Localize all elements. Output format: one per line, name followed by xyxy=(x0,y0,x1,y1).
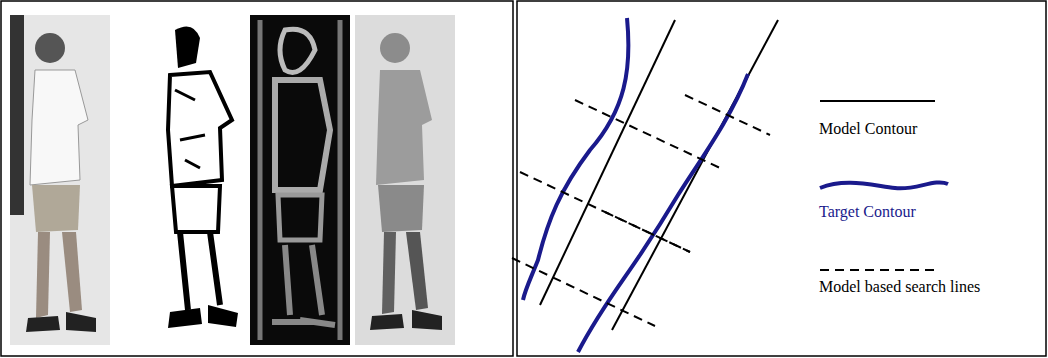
model-contour xyxy=(612,20,778,330)
target-contour xyxy=(523,18,628,300)
panel-border xyxy=(517,1,1046,356)
edge-image xyxy=(168,26,238,328)
panel-border xyxy=(1,1,513,356)
model-contour xyxy=(540,20,675,305)
legend-label: Model Contour xyxy=(818,120,918,138)
gradient-image xyxy=(250,15,350,345)
target-contour xyxy=(578,74,748,352)
legend-label: Target Contour xyxy=(818,203,917,221)
depth-image xyxy=(355,15,455,345)
legend-sample xyxy=(820,100,935,102)
photo-image xyxy=(10,15,110,345)
search-line xyxy=(512,95,770,326)
legend-sample xyxy=(820,182,948,188)
legend-label: Model based search lines xyxy=(818,278,981,296)
contour-illustration xyxy=(512,18,778,352)
legend-sample xyxy=(820,269,935,271)
